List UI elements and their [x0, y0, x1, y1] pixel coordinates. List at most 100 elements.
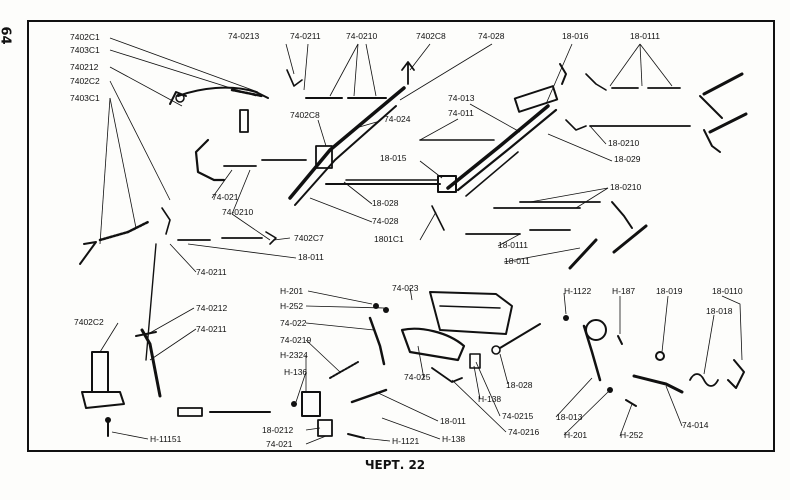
right-shaft-second [456, 108, 558, 192]
spring-lower-left [177, 407, 203, 417]
clip-18-0210-upper [565, 119, 587, 131]
pin-18-011 [568, 238, 598, 270]
left-clip [161, 207, 171, 235]
clip-18-0111 [585, 73, 607, 91]
label-74-0211-top: 74-0211 [290, 31, 321, 41]
label-7402c7: 7402C7 [294, 233, 324, 243]
label-18-019: 18-019 [656, 286, 683, 296]
left-spring-link [98, 220, 150, 242]
lever-h-252 [625, 399, 637, 407]
label-74-0210-top: 74-0210 [346, 31, 377, 41]
pin-h-1121 [347, 433, 365, 439]
bracket-7402c2 [91, 351, 109, 393]
fork-7402c8 [401, 61, 415, 85]
cross-shaft-74-024 [288, 86, 406, 200]
label-18-0111-lower: 18-0111 [498, 240, 528, 250]
bellcrank-right-mid [703, 129, 721, 153]
right-shaft-third [465, 151, 519, 197]
label-74-024: 74-024 [384, 114, 411, 124]
leader-lines [99, 37, 743, 445]
label-18-0212: 18-0212 [262, 425, 293, 435]
label-18-0210-lower: 18-0210 [610, 182, 641, 192]
label-74-021-upper: 74-021 [212, 192, 239, 202]
label-74-028-top: 74-028 [478, 31, 505, 41]
top-left-linkage [177, 86, 269, 99]
nut-74-0215 [469, 353, 481, 369]
lever-74-0212 [140, 328, 162, 398]
label-74-0215: 74-0215 [502, 411, 533, 421]
label-74-0210-left: 74-0210 [222, 207, 253, 217]
label-18-0210-right: 18-0210 [608, 138, 639, 148]
label-h-138-mid: H-138 [478, 394, 501, 404]
washer-h-138 [491, 345, 501, 355]
label-18-011-right: 18-011 [504, 256, 530, 266]
housing-inner [439, 305, 501, 309]
lever-74-0211 [135, 331, 157, 337]
label-h-252-right: H-252 [620, 430, 643, 440]
bolt-h-252 [383, 307, 389, 313]
label-7402c2: 7402C2 [74, 317, 104, 327]
pin-lower-right [612, 224, 648, 254]
label-18-016: 18-016 [562, 31, 589, 41]
nut-h-201-right [607, 387, 613, 393]
label-h-1122: H-1122 [564, 286, 592, 296]
label-h-201-right: H-201 [564, 430, 587, 440]
top-left-hook [169, 91, 187, 105]
label-18-011-bottom: 18-011 [440, 416, 466, 426]
label-7402c8-top: 7402C8 [416, 31, 446, 41]
bracket-base [81, 391, 125, 409]
label-74-013: 74-013 [448, 93, 475, 103]
hook-18-0110 [727, 359, 745, 389]
pin-h-187 [617, 335, 623, 345]
label-74-011: 74-011 [448, 108, 474, 118]
label-18-013: 18-013 [556, 412, 583, 422]
label-7402c1: 7402C1 [70, 32, 100, 42]
label-7402c2-top: 7402C2 [70, 76, 100, 86]
label-18-018: 18-018 [706, 306, 733, 316]
label-74-022: 74-022 [280, 318, 307, 328]
hub-18-015 [437, 175, 457, 193]
label-1801c1: 1801C1 [374, 234, 404, 244]
link-18-011-lower [350, 388, 388, 404]
label-18-011-left: 18-011 [298, 252, 324, 262]
nut-h-136 [291, 401, 297, 407]
right-bracket-top [513, 85, 559, 113]
label-74-0216: 74-0216 [508, 427, 539, 437]
label-h-11151: H-11151 [150, 434, 182, 444]
fork-7402c7 [265, 231, 277, 245]
spring-74-0219 [329, 361, 359, 379]
label-74-021-bottom: 74-021 [266, 439, 293, 449]
label-18-028-lower: 18-028 [506, 380, 533, 390]
label-h-201-top: H-201 [280, 286, 303, 296]
label-74-0211-left: 74-0211 [196, 267, 227, 277]
housing-74-023 [429, 291, 513, 335]
label-74-028-mid: 74-028 [372, 216, 399, 226]
label-740212: 740212 [70, 62, 99, 72]
label-74-0211-lower: 74-0211 [196, 324, 227, 334]
label-h-1121: H-1121 [392, 436, 420, 446]
clip-7402c1 [286, 69, 303, 87]
screw-head-h-11151 [105, 417, 111, 423]
label-18-029: 18-029 [614, 154, 641, 164]
lever-left-upper [239, 109, 249, 133]
lever-18-016 [559, 63, 567, 85]
right-shaft-74-013 [446, 104, 550, 190]
pin-right-mid [708, 112, 748, 134]
label-18-0110: 18-0110 [712, 286, 743, 296]
label-7403c1: 7403C1 [70, 93, 100, 103]
lever-74-022 [368, 316, 386, 366]
label-74-0213: 74-0213 [228, 31, 259, 41]
cross-shaft-upper [294, 105, 397, 206]
label-74-0219: 74-0219 [280, 335, 311, 345]
clip-1801c1 [431, 205, 445, 231]
bellcrank-upper-right [699, 95, 723, 119]
lever-lower-right [611, 201, 633, 229]
label-18-028-upper: 18-028 [372, 198, 399, 208]
part-drawings [79, 61, 748, 439]
spring-18-018 [689, 373, 719, 387]
label-74-0212: 74-0212 [196, 303, 227, 313]
shaft-bracket [315, 145, 333, 169]
link-74-014 [632, 374, 684, 394]
diagram-frame [27, 20, 775, 452]
